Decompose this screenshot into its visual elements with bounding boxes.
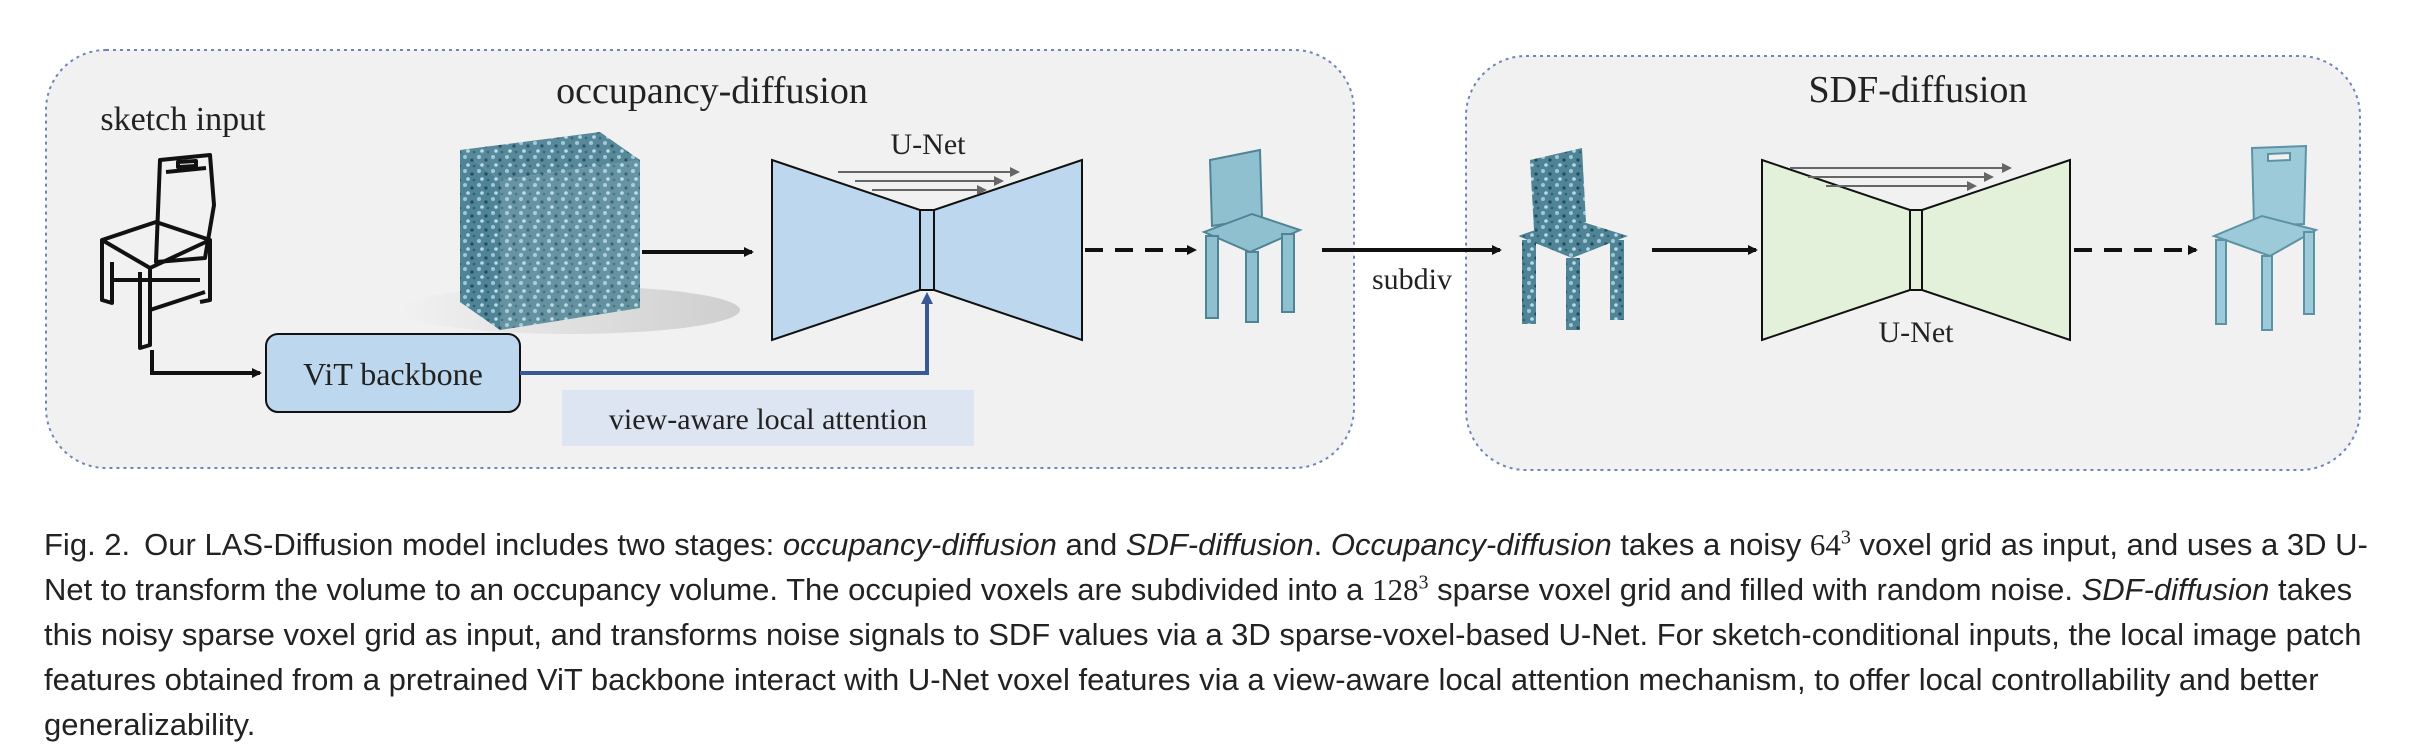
caption-text-5: voxel grid as input, and uses a 3D U-Net… [44,527,2368,607]
unet2-label: U-Net [1879,316,1955,349]
caption-label: Fig. 2. [44,527,131,562]
stage2-title: SDF-diffusion [1809,69,2028,111]
caption-text-3: . [1313,527,1331,562]
arrow-sketch-to-vit [150,350,262,378]
subdiv-label: subdiv [1372,263,1452,296]
sketch-chair-icon [100,153,216,350]
attention-link [520,292,933,375]
noisy-sparse-chair-icon [1518,148,1628,330]
caption-math-128: 1283 [1372,571,1429,607]
caption-term-occupancy-cap: Occupancy-diffusion [1330,527,1612,562]
unet-sdf-shape [1761,158,2071,342]
caption-text-6: sparse voxel grid and filled with random… [1428,572,2082,607]
caption-text-2: and [1056,527,1126,562]
caption-term-sdf-2: SDF-diffusion [2081,572,2270,607]
unet-occupancy-shape [771,158,1083,342]
final-chair-icon [2211,144,2319,331]
caption-math-64: 643 [1809,526,1851,562]
attention-label: view-aware local attention [609,403,927,436]
stage1-title: occupancy-diffusion [556,70,868,112]
noisy-voxel-cube-icon [400,132,740,334]
pipeline-figure: occupancy-diffusion SDF-diffusion sketch… [45,49,2361,471]
caption-term-sdf: SDF-diffusion [1125,527,1314,562]
caption-text-1: Our LAS-Diffusion model includes two sta… [144,527,783,562]
caption-text-4: takes a noisy [1611,527,1810,562]
unet1-label: U-Net [891,128,967,161]
vit-backbone-label: ViT backbone [303,356,483,392]
sketch-input-label: sketch input [100,101,266,138]
attention-label-box [562,390,974,446]
figure-caption: Fig. 2. Our LAS-Diffusion model includes … [44,522,2374,747]
caption-text-7: takes this noisy sparse voxel grid as in… [44,572,2362,742]
caption-term-occupancy: occupancy-diffusion [782,527,1057,562]
occupancy-chair-icon [1201,148,1303,323]
